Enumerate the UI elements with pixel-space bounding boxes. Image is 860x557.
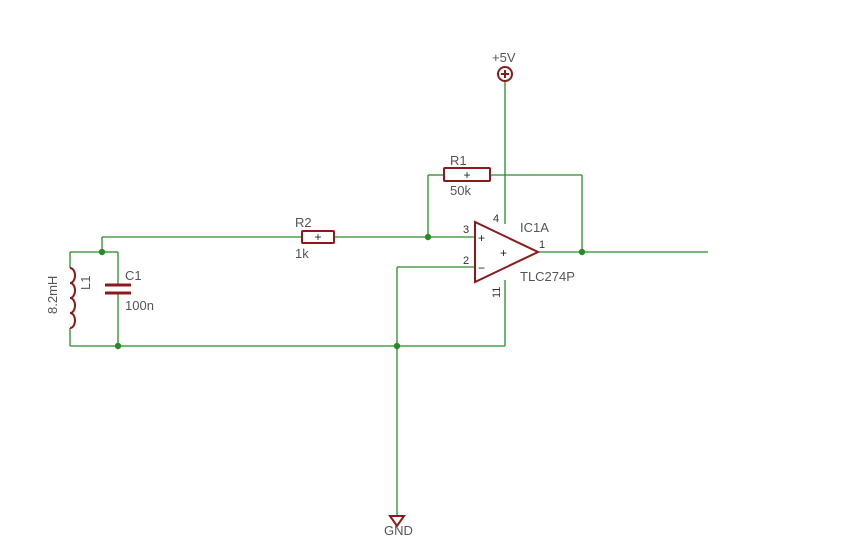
junction-tank-top — [98, 248, 106, 256]
r2-value: 1k — [295, 246, 309, 261]
junction-gnd-rail — [393, 342, 401, 350]
r1-value: 50k — [450, 183, 471, 198]
supply-label: +5V — [492, 50, 516, 65]
wires — [69, 82, 708, 516]
junction-cap-bottom — [114, 342, 122, 350]
pin-label-gnd: 11 — [491, 287, 503, 298]
opamp-triangle — [474, 220, 541, 284]
pin-label-in-plus: 3 — [463, 224, 469, 236]
resistor-r1: + R1 50k — [443, 153, 491, 198]
r1-name: R1 — [450, 153, 467, 168]
opamp-center-sign: + — [500, 246, 507, 260]
opamp-minus-sign: − — [478, 261, 485, 275]
ground-label: GND — [384, 523, 413, 538]
ground-symbol: GND — [384, 515, 413, 538]
supply-circle-icon — [497, 66, 513, 82]
r1-body — [443, 167, 491, 182]
l1-coil — [69, 267, 76, 329]
r2-body — [301, 230, 335, 244]
r1-mark: + — [463, 168, 470, 182]
pin-label-out: 1 — [539, 239, 545, 251]
pin-label-in-minus: 2 — [463, 255, 469, 267]
ic-part: TLC274P — [520, 269, 575, 284]
c1-name: C1 — [125, 268, 142, 283]
junctions — [98, 233, 586, 350]
supply-symbol: +5V — [492, 50, 516, 82]
l1-value: 8.2mH — [45, 276, 60, 314]
pin-label-vcc: 4 — [493, 213, 499, 225]
junction-output — [578, 248, 586, 256]
opamp-plus-sign: + — [478, 231, 485, 245]
opamp-ic1a: + − + 3 2 1 4 11 IC1A TLC274P — [463, 213, 575, 298]
ic-name: IC1A — [520, 220, 549, 235]
inductor-l1: L1 8.2mH — [45, 267, 93, 329]
resistor-r2: + R2 1k — [295, 215, 335, 261]
capacitor-c1: C1 100n — [105, 268, 154, 313]
junction-feedback-input — [424, 233, 432, 241]
r2-name: R2 — [295, 215, 312, 230]
c1-value: 100n — [125, 298, 154, 313]
l1-name: L1 — [78, 276, 93, 290]
r2-mark: + — [314, 230, 321, 244]
ground-triangle-icon — [388, 515, 406, 528]
